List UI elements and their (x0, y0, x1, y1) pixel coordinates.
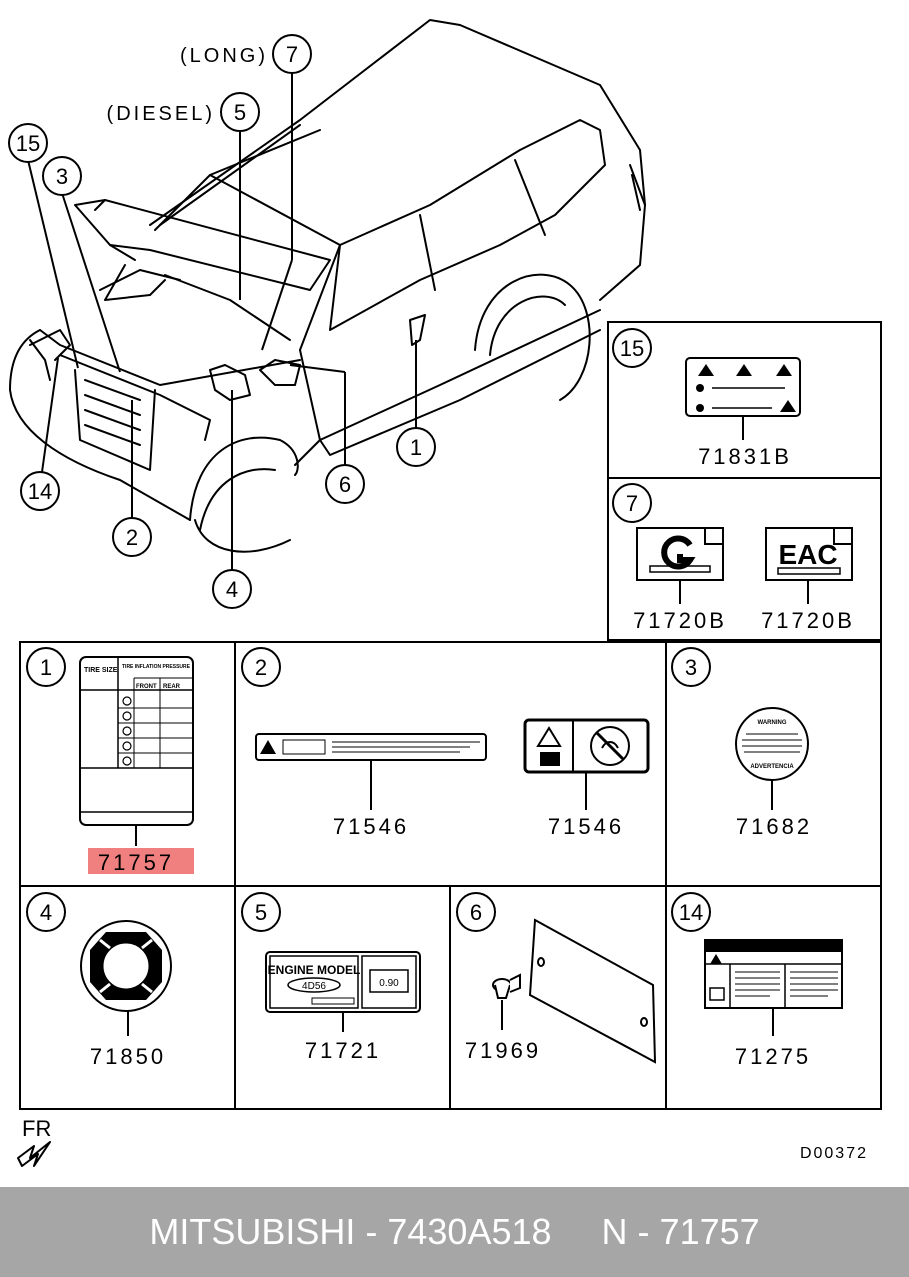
part-number-71720b-2: 71720B (761, 608, 855, 633)
svg-text:4: 4 (226, 577, 238, 602)
label-tire-pressure-illustration (79, 656, 194, 826)
footer-part-number: 7430A518 (387, 1211, 552, 1252)
part-number-71721: 71721 (305, 1038, 381, 1063)
footer-n-label: N - (601, 1211, 660, 1252)
svg-text:TIRE INFLATION PRESSURE: TIRE INFLATION PRESSURE (122, 664, 191, 670)
svg-text:1: 1 (410, 435, 422, 460)
part-3-cell[interactable]: 3 WARNING ADVERTENCIA 71682 (671, 647, 812, 839)
svg-text:TIRE SIZE: TIRE SIZE (84, 667, 118, 674)
callout-4: 4 (212, 569, 252, 609)
front-marker: FR (17, 1116, 51, 1167)
parts-diagram: 7 5 15 3 14 2 4 6 1 (LONG) (DIESEL) 15 7… (8, 19, 882, 1167)
part-number-71682: 71682 (736, 814, 812, 839)
plate-and-clip-illustration (492, 918, 657, 1064)
svg-text:2: 2 (126, 525, 138, 550)
label-gost-illustration (636, 527, 724, 581)
part-7-cell[interactable]: 7 EAC 71720B 71720B (612, 483, 855, 633)
label-fan-warning-illustration (523, 718, 650, 774)
svg-text:7: 7 (286, 42, 298, 67)
parts-grid (19, 641, 882, 1110)
footer-bar: MITSUBISHI - 7430A518 N - 71757 (0, 1187, 909, 1277)
callout-2: 2 (112, 517, 152, 557)
part-number-71546-1: 71546 (333, 814, 409, 839)
label-info-illustration (704, 939, 843, 1009)
svg-text:7: 7 (626, 491, 638, 516)
callout-5: 5 (220, 92, 260, 132)
svg-text:14: 14 (28, 479, 52, 504)
part-4-cell[interactable]: 4 71850 (26, 892, 172, 1069)
svg-text:2: 2 (255, 655, 267, 680)
callout-7: 7 (272, 34, 312, 74)
vehicle-illustration (9, 19, 646, 553)
part-14-cell[interactable]: 14 71275 (671, 892, 843, 1069)
svg-text:6: 6 (470, 900, 482, 925)
part-number-71275: 71275 (735, 1044, 811, 1069)
part-number-71831b: 71831B (698, 444, 792, 469)
svg-text:REAR: REAR (163, 684, 181, 690)
svg-text:14: 14 (679, 900, 703, 925)
footer-brand: MITSUBISHI (149, 1211, 356, 1252)
part-6-cell[interactable]: 6 71969 (456, 892, 657, 1064)
svg-text:ADVERTENCIA: ADVERTENCIA (750, 764, 794, 770)
label-engine-model-illustration: ENGINE MODEL 4D56 0.90 (265, 951, 421, 1013)
part-2-cell[interactable]: 2 71546 71546 (241, 647, 650, 839)
vehicle-callouts: 7 5 15 3 14 2 4 6 1 (8, 34, 436, 609)
svg-text:1: 1 (40, 655, 52, 680)
callout-15: 15 (8, 123, 48, 163)
leader-lines (27, 73, 417, 570)
svg-text:ENGINE MODEL: ENGINE MODEL (268, 963, 361, 977)
callout-6: 6 (325, 464, 365, 504)
annotation-diesel: (DIESEL) (107, 103, 215, 125)
footer-sep: - (355, 1211, 388, 1252)
footer-n-value: 71757 (659, 1211, 760, 1252)
svg-text:15: 15 (620, 336, 644, 361)
svg-text:5: 5 (255, 900, 267, 925)
callout-14: 14 (20, 471, 60, 511)
svg-text:6: 6 (339, 472, 351, 497)
svg-text:5: 5 (234, 100, 246, 125)
part-5-cell[interactable]: 5 ENGINE MODEL 4D56 0.90 71721 (241, 892, 421, 1063)
part-number-71720b-1: 71720B (633, 608, 727, 633)
svg-text:3: 3 (56, 164, 68, 189)
part-15-cell[interactable]: 15 71831B (612, 328, 801, 469)
svg-text:WARNING: WARNING (758, 720, 787, 726)
label-eac-illustration: EAC (765, 527, 853, 581)
part-number-71850: 71850 (90, 1044, 166, 1069)
svg-text:FR: FR (22, 1116, 51, 1141)
footer-text: MITSUBISHI - 7430A518 N - 71757 (149, 1211, 759, 1253)
svg-text:FRONT: FRONT (136, 684, 157, 690)
annotation-long: (LONG) (180, 45, 268, 67)
part-1-cell[interactable]: 1 TIRE SIZE TIRE INFLATION PRESSURE FRON… (26, 647, 194, 875)
callout-3: 3 (42, 156, 82, 196)
panel-right (607, 321, 882, 641)
svg-text:4: 4 (40, 900, 52, 925)
svg-text:EAC: EAC (778, 539, 837, 570)
part-number-71546-2: 71546 (548, 814, 624, 839)
reference-code: D00372 (800, 1145, 868, 1162)
part-number-71757: 71757 (98, 850, 174, 875)
highlight-box (88, 848, 194, 874)
svg-text:4D56: 4D56 (302, 981, 326, 992)
footer-gap (552, 1211, 602, 1252)
label-71831b-illustration (685, 357, 801, 417)
callout-1: 1 (396, 427, 436, 467)
label-round-warning-illustration: WARNING ADVERTENCIA (735, 707, 809, 781)
part-number-71969: 71969 (465, 1038, 541, 1063)
arrow-icon (17, 1141, 51, 1167)
label-warning-strip-illustration (255, 733, 487, 761)
plug-illustration (80, 920, 172, 1012)
svg-text:0.90: 0.90 (379, 978, 399, 989)
svg-text:3: 3 (685, 655, 697, 680)
svg-text:15: 15 (16, 131, 40, 156)
